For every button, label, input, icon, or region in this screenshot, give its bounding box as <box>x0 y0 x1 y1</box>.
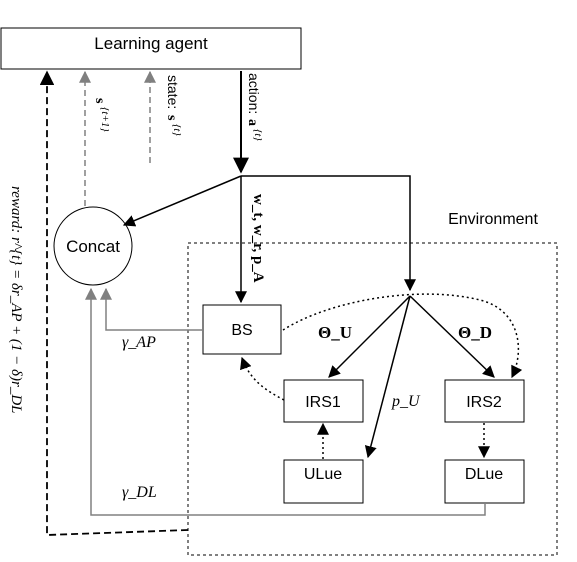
concat-label: Concat <box>66 237 120 256</box>
ulue-label: ULue <box>304 466 342 483</box>
learning-agent-label: Learning agent <box>94 34 208 53</box>
p-u-arrow <box>364 295 411 459</box>
learning-agent-box <box>0 27 302 70</box>
svg-text:state:: state: <box>165 75 181 109</box>
bs-to-irs2-dotted-arrow <box>282 293 523 379</box>
dlue-box <box>444 459 525 504</box>
irs1-to-bs-dotted-arrow <box>240 356 285 401</box>
svg-text:reward: r^{t} = δr_AP + (1 − δ: reward: r^{t} = δr_AP + (1 − δ)r_DL <box>8 186 24 414</box>
svg-text:s: s <box>92 98 107 104</box>
action-label: action: a {t} <box>245 73 264 141</box>
action-to-concat-arrow <box>122 175 242 227</box>
bs-params-label: w_t, w_r, p_A <box>250 194 266 283</box>
state-label: state: s {t} <box>164 75 183 136</box>
theta-d-arrow <box>409 295 495 378</box>
gamma-dl-arrow <box>85 287 486 516</box>
dlue-label: DLue <box>465 466 503 483</box>
irs1-box <box>283 379 364 423</box>
irs2-label: IRS2 <box>466 394 502 411</box>
svg-text:w_t, w_r, p_A: w_t, w_r, p_A <box>250 194 266 283</box>
environment-boundary <box>187 242 558 556</box>
svg-text:{t}: {t} <box>252 129 264 141</box>
svg-text:{t+1}: {t+1} <box>99 107 111 132</box>
irs2-box <box>444 379 525 423</box>
state-next-label: s {t+1} <box>92 98 111 132</box>
svg-text:a: a <box>245 119 260 126</box>
bs-label: BS <box>231 322 252 339</box>
svg-text:{t}: {t} <box>171 124 183 136</box>
ulue-box <box>283 459 364 504</box>
gamma-ap-arrow <box>100 287 203 331</box>
theta-u-arrow <box>328 295 411 378</box>
reward-label: reward: r^{t} = δr_AP + (1 − δ)r_DL <box>8 186 24 414</box>
theta-u-label: Θ_U <box>318 323 352 342</box>
svg-text:s: s <box>164 115 179 121</box>
concat-node <box>53 206 133 286</box>
p-u-label: p_U <box>391 393 421 410</box>
bs-box <box>202 304 282 355</box>
environment-label: Environment <box>448 211 538 228</box>
gamma-ap-label: γ_AP <box>122 334 156 351</box>
reward-arrow <box>39 70 189 536</box>
theta-d-label: Θ_D <box>458 323 492 342</box>
irs1-label: IRS1 <box>305 394 341 411</box>
svg-text:action:: action: <box>246 73 262 114</box>
gamma-dl-label: γ_DL <box>122 484 157 501</box>
action-to-irs-arrow <box>241 175 416 292</box>
